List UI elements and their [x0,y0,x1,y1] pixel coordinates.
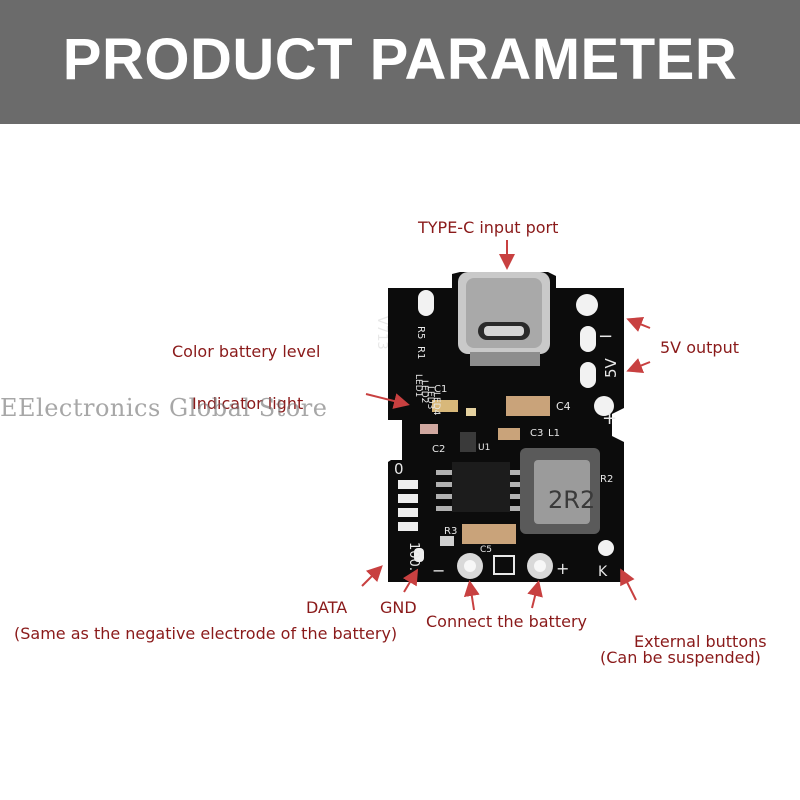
smd-components [420,396,550,452]
silk-r2: R2 [600,474,613,485]
silk-r5: R5 [415,326,426,339]
silk-minus-bottom: − [432,561,445,580]
header-banner: PRODUCT PARAMETER [0,0,800,124]
label-can-be-suspended: (Can be suspended) [600,648,761,667]
indicator-pads [398,480,424,562]
silk-minus-top: − [598,326,613,347]
label-color-battery-level: Color battery level [172,342,321,361]
silk-c5: C5 [480,545,492,555]
silk-plus-bottom: + [556,559,569,578]
label-data: DATA [306,598,348,617]
board-notch [388,420,402,460]
annotation-arrows [361,240,651,611]
silk-led1: LED1 [413,374,423,397]
silk-r1: R1 [415,346,426,359]
inductor [520,448,600,534]
silk-c1: C1 [434,384,447,395]
type-c-connector [458,272,550,366]
silk-u1: U1 [478,443,490,453]
resistor-r3 [440,536,454,546]
silk-k: K [598,564,608,580]
label-external-buttons: External buttons [634,632,767,651]
label-indicator-light: Indicator light [192,394,304,413]
silk-c3: C3 [530,428,543,439]
output-pads [576,294,614,416]
label-connect-battery: Connect the battery [426,612,587,631]
silk-c4: C4 [556,400,571,413]
silk-led2: LED2 [419,380,429,403]
silk-v713: V713 [374,316,389,350]
silk-r3: R3 [444,526,457,537]
label-gnd: GND [380,598,417,617]
capacitor-c5 [462,524,516,544]
battery-pads [457,553,553,579]
page-title: PRODUCT PARAMETER [62,27,738,92]
silk-led3: LED3 [425,386,435,409]
store-watermark: EElectronics Global Store [0,394,328,422]
label-same-as-negative: (Same as the negative electrode of the b… [14,624,398,643]
silk-zero: 0 [394,460,404,478]
ic-chip [436,462,520,512]
slot-hole [418,290,434,316]
silk-inductor-code: 2R2 [548,486,595,514]
silk-hundred: 100. [406,542,421,571]
silk-l1: L1 [548,428,560,439]
label-5v-output: 5V output [660,338,739,357]
silk-5v: 5V [602,357,620,378]
silk-led4: LED4 [431,392,441,416]
button-pad [598,540,614,556]
label-typec-input: TYPE-C input port [418,218,559,237]
silk-c2: C2 [432,444,445,455]
silk-plus-top: + [602,408,617,429]
